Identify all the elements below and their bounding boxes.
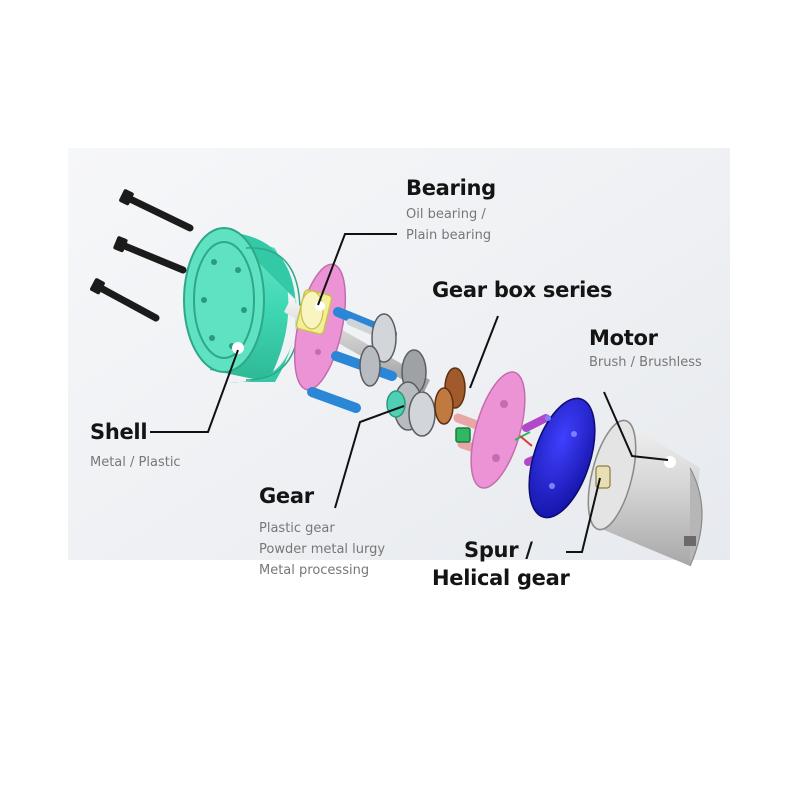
background-band-bottom — [68, 560, 730, 600]
gearbox-title: Gear box series — [432, 278, 613, 302]
plate-icon-2 — [470, 371, 526, 489]
gear-sub-line-3: Metal processing — [259, 563, 370, 578]
bearing-leader — [317, 233, 397, 306]
shell-leader — [150, 349, 239, 433]
spur-label: Spur / Helical gear — [432, 536, 570, 592]
motor-title: Motor — [589, 326, 658, 350]
spur-title-line-2: Helical gear — [432, 566, 570, 590]
shell-title: Shell — [90, 420, 148, 444]
shell-icon — [183, 227, 301, 383]
gear-sub-line-2: Powder metal lurgy — [259, 542, 386, 557]
gear-label: Gear Plastic gear Powder metal lurgy Met… — [259, 484, 385, 581]
gear-leader — [334, 405, 405, 509]
rotor-icon — [528, 397, 596, 519]
shell-label: Shell Metal / Plastic — [90, 420, 181, 473]
spur-title-line-1: Spur / — [464, 538, 533, 562]
gear-title: Gear — [259, 484, 314, 508]
gearbox-leader — [469, 315, 499, 389]
bearing-icon — [295, 289, 333, 335]
bearing-label: Bearing Oil bearing / Plain bearing — [406, 176, 496, 246]
motor-sub-line-1: Brush / Brushless — [589, 355, 702, 370]
bearing-subtitle: Oil bearing / Plain bearing — [406, 204, 496, 246]
shell-subtitle: Metal / Plastic — [90, 452, 181, 473]
bearing-sub-line-2: Plain bearing — [406, 228, 492, 243]
gearbox-label: Gear box series — [432, 278, 612, 302]
leader-lines — [150, 233, 669, 553]
bearing-title: Bearing — [406, 176, 496, 200]
screw-icon — [90, 189, 194, 322]
spur-leader — [566, 477, 601, 553]
gear-icon — [359, 313, 436, 437]
motor-subtitle: Brush / Brushless — [589, 352, 702, 373]
gear-subtitle: Plastic gear Powder metal lurgy Metal pr… — [259, 518, 385, 581]
shell-sub-line-1: Metal / Plastic — [90, 455, 181, 470]
gear-sub-line-1: Plastic gear — [259, 521, 335, 536]
bearing-sub-line-1: Oil bearing / — [406, 207, 486, 222]
motor-leader — [603, 391, 669, 461]
motor-label: Motor Brush / Brushless — [589, 326, 702, 373]
motor-icon — [587, 419, 703, 567]
